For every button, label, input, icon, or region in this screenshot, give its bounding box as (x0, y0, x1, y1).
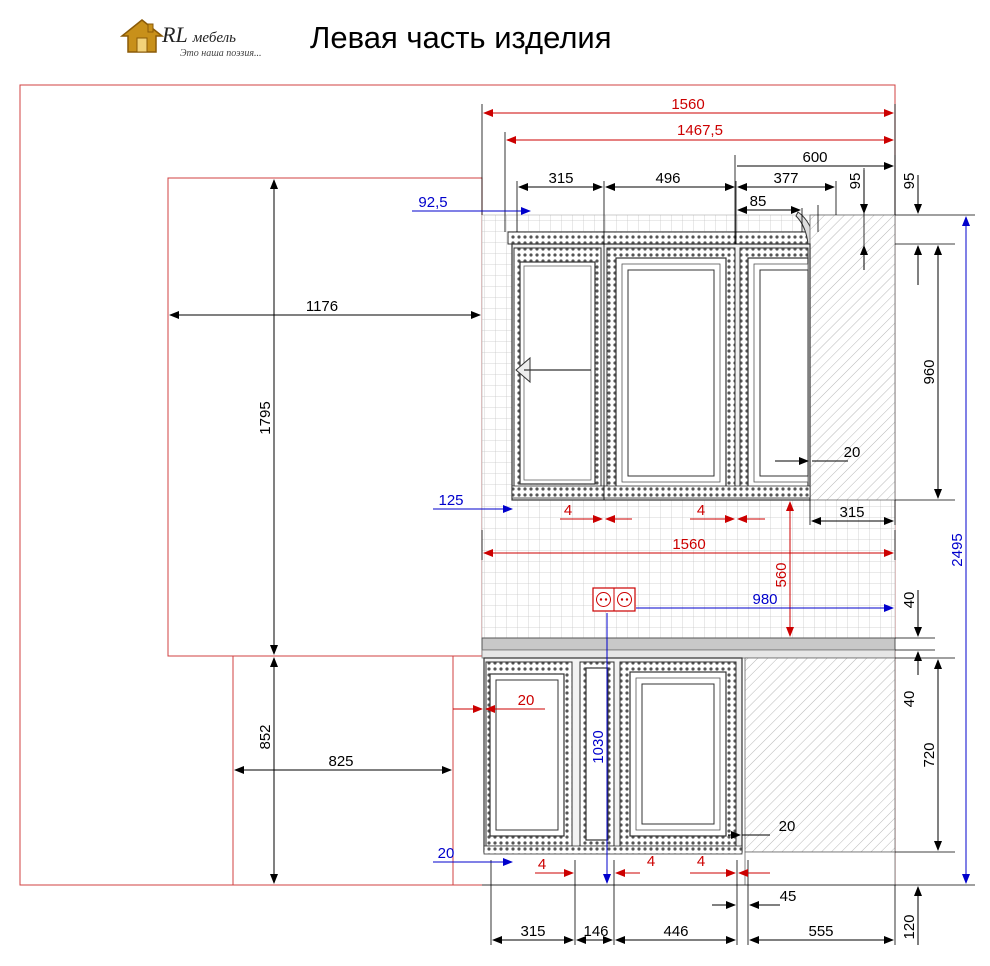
company-logo: RL мебель Это наша поэзия... (120, 14, 300, 64)
dim-mid-1560: 1560 (672, 536, 705, 553)
dim-total-width-top: 1560 (671, 96, 704, 113)
dim-lower-852: 852 (257, 724, 274, 749)
dim-bot-446: 446 (663, 923, 688, 940)
dim-lower-720: 720 (921, 742, 938, 767)
worktop (481, 637, 896, 651)
header: RL мебель Это наша поэзия... Левая часть… (0, 0, 990, 70)
dim-bottom-4c: 4 (697, 853, 705, 870)
dim-lower-20-right: 20 (779, 818, 796, 835)
dim-upper-right: 600 (802, 149, 827, 166)
house-logo-icon (120, 19, 164, 53)
dim-lower-40: 40 (901, 691, 918, 708)
logo-main: RL (162, 22, 188, 47)
dim-bot-315: 315 (520, 923, 545, 940)
upper-cabinets (507, 211, 896, 501)
dim-upper-width: 1467,5 (677, 122, 723, 139)
power-socket (592, 587, 636, 612)
dim-lower-20-red: 20 (518, 692, 535, 709)
dim-gap-4a: 4 (564, 502, 572, 519)
dim-socket-980: 980 (752, 591, 777, 608)
dim-wall-1176: 1176 (306, 298, 338, 315)
dim-upper-20: 20 (844, 444, 861, 461)
dim-cornice-92-5: 92,5 (418, 194, 447, 211)
dim-bottom-4b: 4 (647, 853, 655, 870)
logo-text: RL мебель (162, 22, 236, 48)
dim-door-315: 315 (548, 170, 573, 187)
dim-bot-555: 555 (808, 923, 833, 940)
dim-cornice-95a: 95 (847, 173, 864, 190)
dim-bottom-45: 45 (780, 888, 797, 905)
dim-total-2495: 2495 (949, 533, 966, 566)
dim-bot-146: 146 (583, 923, 608, 940)
page-title: Левая часть изделия (310, 20, 612, 55)
logo-slogan: Это наша поэзия... (180, 48, 262, 59)
dimension-lines-red (453, 109, 894, 877)
extension-lines (481, 104, 975, 945)
dim-door-496: 496 (655, 170, 680, 187)
dim-cornice-85: 85 (750, 193, 767, 210)
logo-word: мебель (192, 30, 237, 46)
dim-top-40: 40 (901, 592, 918, 609)
dimension-lines-black (169, 162, 942, 945)
dim-gap-4b: 4 (697, 502, 705, 519)
dim-cornice-95b: 95 (901, 173, 918, 190)
dimension-labels: 1560 1467,5 600 315 496 377 85 92,5 95 9… (257, 96, 966, 940)
dim-wall-1795: 1795 (257, 401, 274, 434)
dim-upper-960: 960 (921, 359, 938, 384)
dim-lower-1030: 1030 (590, 730, 607, 763)
dim-door-377: 377 (773, 170, 798, 187)
dim-lower-825: 825 (328, 753, 353, 770)
dim-upper-125: 125 (438, 492, 463, 509)
dimension-lines-blue (412, 207, 970, 884)
lower-cabinets (482, 657, 896, 886)
dim-bottom-4a: 4 (538, 856, 546, 873)
dim-bot-120: 120 (901, 914, 918, 939)
dim-mid-560: 560 (773, 562, 790, 587)
dim-side-315: 315 (839, 504, 864, 521)
dim-lower-20-blue: 20 (438, 845, 455, 862)
